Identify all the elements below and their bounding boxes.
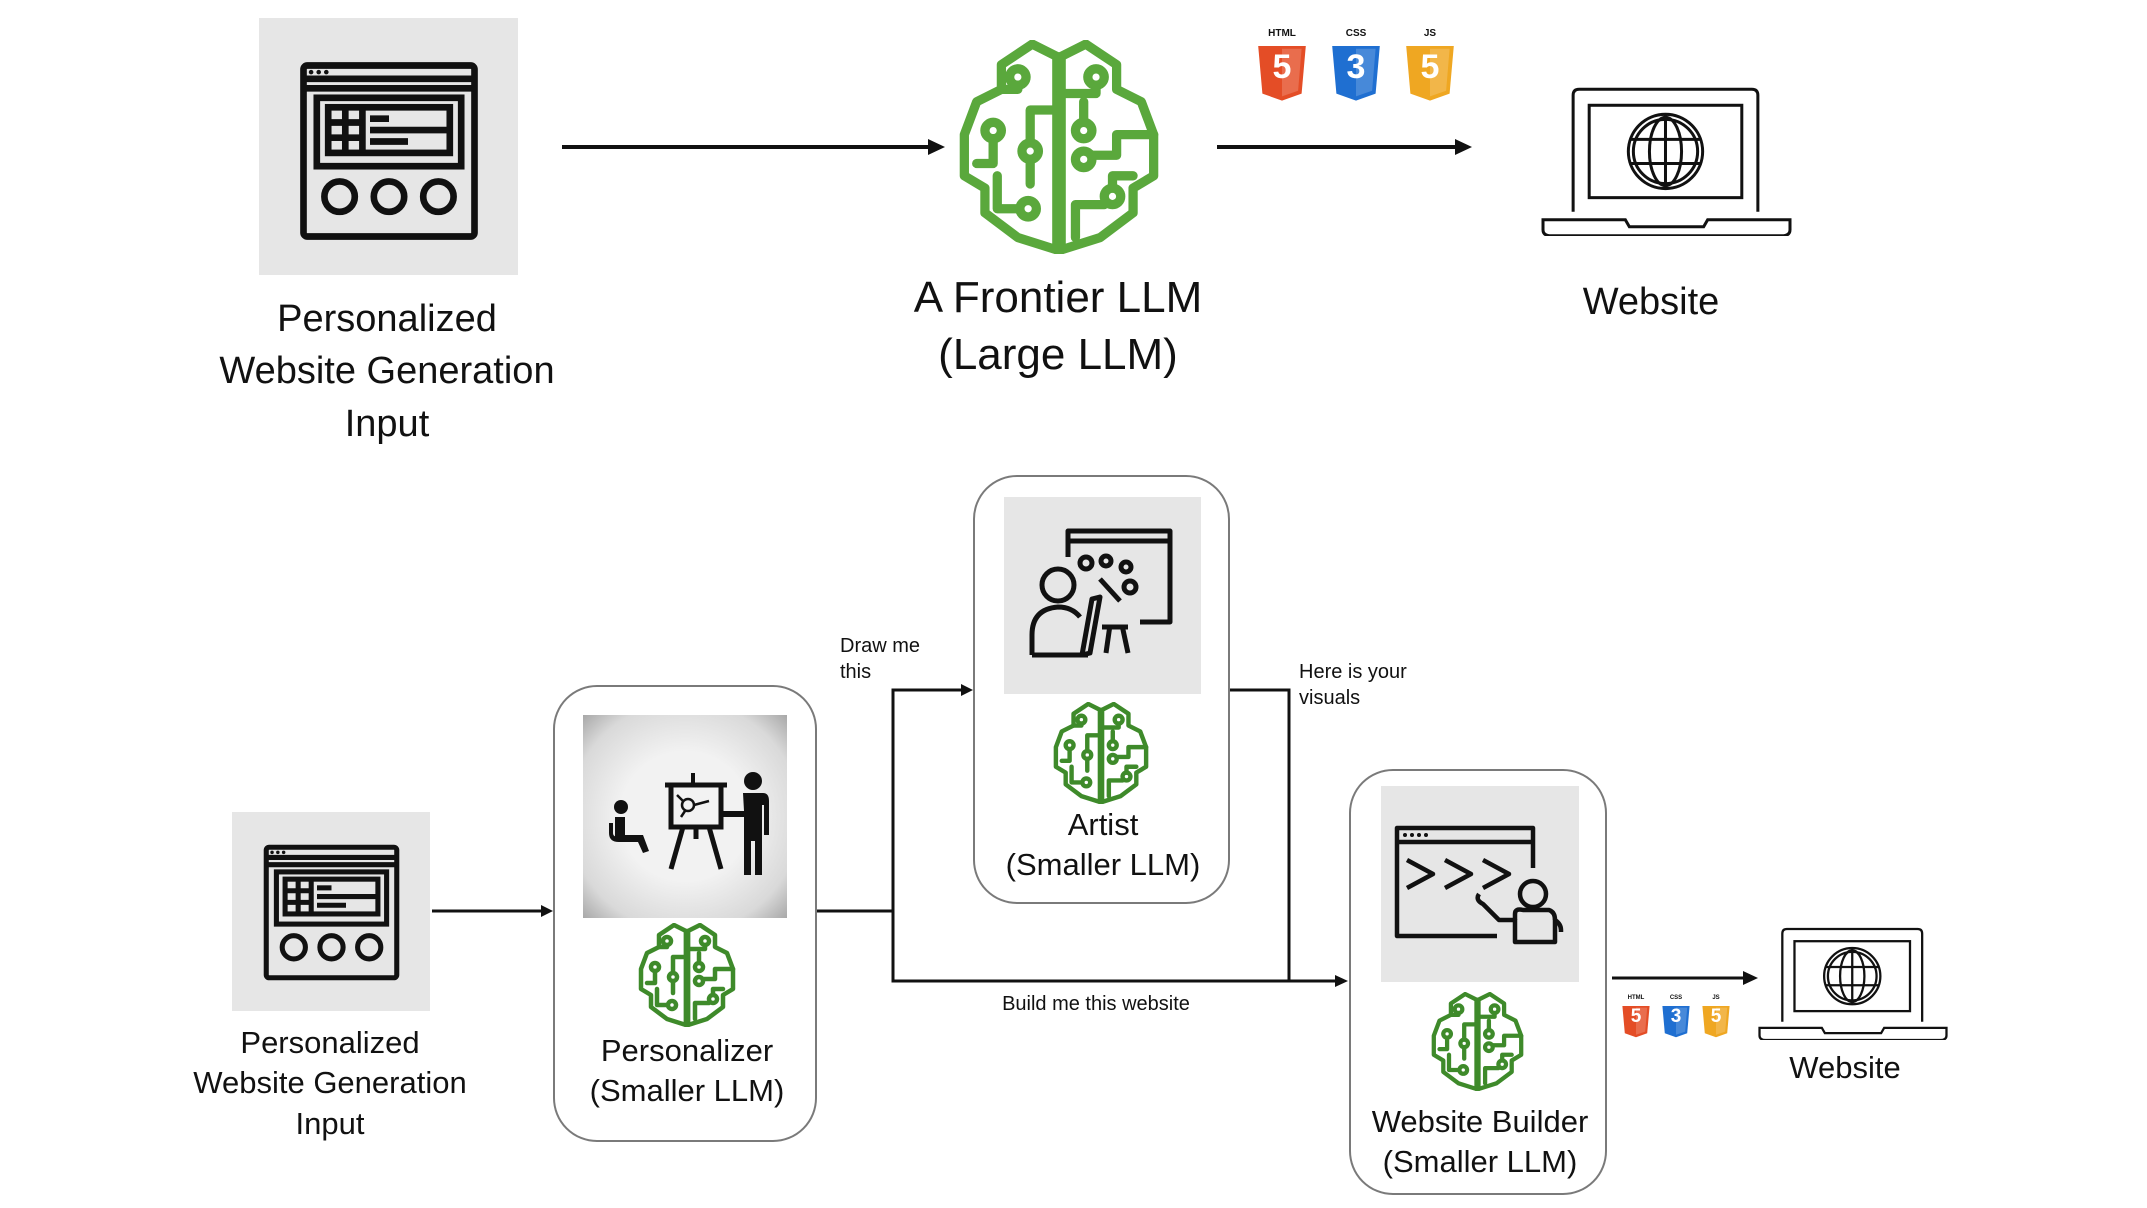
personalizer-card: Personalizer (Smaller LLM) (553, 685, 817, 1142)
html-badge-label: HTML (1268, 28, 1296, 39)
js-badge-icon: JS 5 (1401, 28, 1459, 100)
html5-badge-icon: HTML 5 (1620, 995, 1652, 1036)
artist-brain-icon (1051, 702, 1151, 804)
js-badge-icon: JS 5 (1700, 995, 1732, 1036)
edge-label-draw-line-2: this (840, 661, 872, 683)
bottom-input-label-line-1: Personalized (240, 1025, 420, 1060)
js-badge-label: JS (1423, 28, 1437, 39)
bottom-input-panel (232, 812, 430, 1011)
artist-image (1004, 497, 1201, 694)
line-here-is-your-visuals (1230, 688, 1291, 981)
frontier-label-line-2: (Large LLM) (938, 330, 1178, 379)
css-badge-glyph: 3 (1670, 1006, 1682, 1027)
html-badge-glyph: 5 (1272, 48, 1292, 86)
edge-label-visuals-line-1: Here is your (1299, 661, 1407, 683)
website-builder-card: Website Builder (Smaller LLM) (1349, 769, 1607, 1195)
edge-label-draw-me-this: Draw me this (840, 633, 920, 685)
js-badge-glyph: 5 (1710, 1006, 1722, 1027)
personalizer-label-line-1: Personalizer (600, 1033, 774, 1068)
js-badge-label: JS (1712, 995, 1720, 1001)
css-badge-glyph: 3 (1346, 48, 1366, 86)
top-input-label-line-3: Input (344, 403, 430, 445)
personalizer-brain-icon (637, 923, 737, 1027)
bottom-laptop-globe-icon (1758, 927, 1948, 1040)
personalizer-image (583, 715, 787, 918)
top-website-label: Website (1582, 281, 1720, 323)
presentation-audience-icon (609, 772, 769, 875)
artist-label-line-1: Artist (1067, 807, 1139, 842)
frontier-label-line-1: A Frontier LLM (913, 273, 1203, 322)
edge-label-build-me-this-website: Build me this website (1002, 993, 1190, 1015)
top-tech-badges: HTML 5 CSS 3 JS 5 (1253, 28, 1463, 102)
css-badge-label: CSS (1345, 28, 1367, 39)
arrow-build-me-this-website (891, 911, 1336, 983)
builder-label-line-2: (Smaller LLM) (1382, 1144, 1578, 1179)
html5-badge-icon: HTML 5 (1253, 28, 1311, 100)
edge-label-visuals-line-2: visuals (1299, 687, 1361, 709)
top-input-panel (259, 18, 518, 275)
builder-label-line-1: Website Builder (1371, 1104, 1589, 1139)
edge-label-here-is-your-visuals: Here is your visuals (1299, 659, 1407, 711)
bottom-tech-badges: HTML 5 CSS 3 JS 5 (1620, 995, 1735, 1037)
js-badge-glyph: 5 (1420, 48, 1440, 86)
builder-brain-icon (1430, 992, 1525, 1091)
css-badge-label: CSS (1669, 995, 1683, 1001)
bottom-input-label-line-3: Input (295, 1106, 365, 1141)
builder-image (1381, 786, 1579, 982)
personalizer-label-line-2: (Smaller LLM) (589, 1073, 785, 1108)
top-input-label-line-1: Personalized (277, 298, 497, 340)
edge-label-draw-line-1: Draw me (840, 635, 921, 657)
arrow-draw-me-this (891, 688, 962, 911)
code-terminal-developer-icon (1394, 825, 1564, 945)
html-badge-glyph: 5 (1630, 1006, 1642, 1027)
css3-badge-icon: CSS 3 (1660, 995, 1692, 1036)
top-input-label-line-2: Website Generation (219, 350, 555, 392)
bottom-website-label: Website (1789, 1050, 1901, 1085)
artist-card: Artist (Smaller LLM) (973, 475, 1230, 904)
artist-drawing-board-icon (1029, 528, 1173, 658)
html-badge-label: HTML (1627, 995, 1645, 1001)
artist-label-line-2: (Smaller LLM) (1005, 847, 1201, 882)
bottom-input-label-line-2: Website Generation (193, 1065, 467, 1100)
css3-badge-icon: CSS 3 (1327, 28, 1385, 100)
